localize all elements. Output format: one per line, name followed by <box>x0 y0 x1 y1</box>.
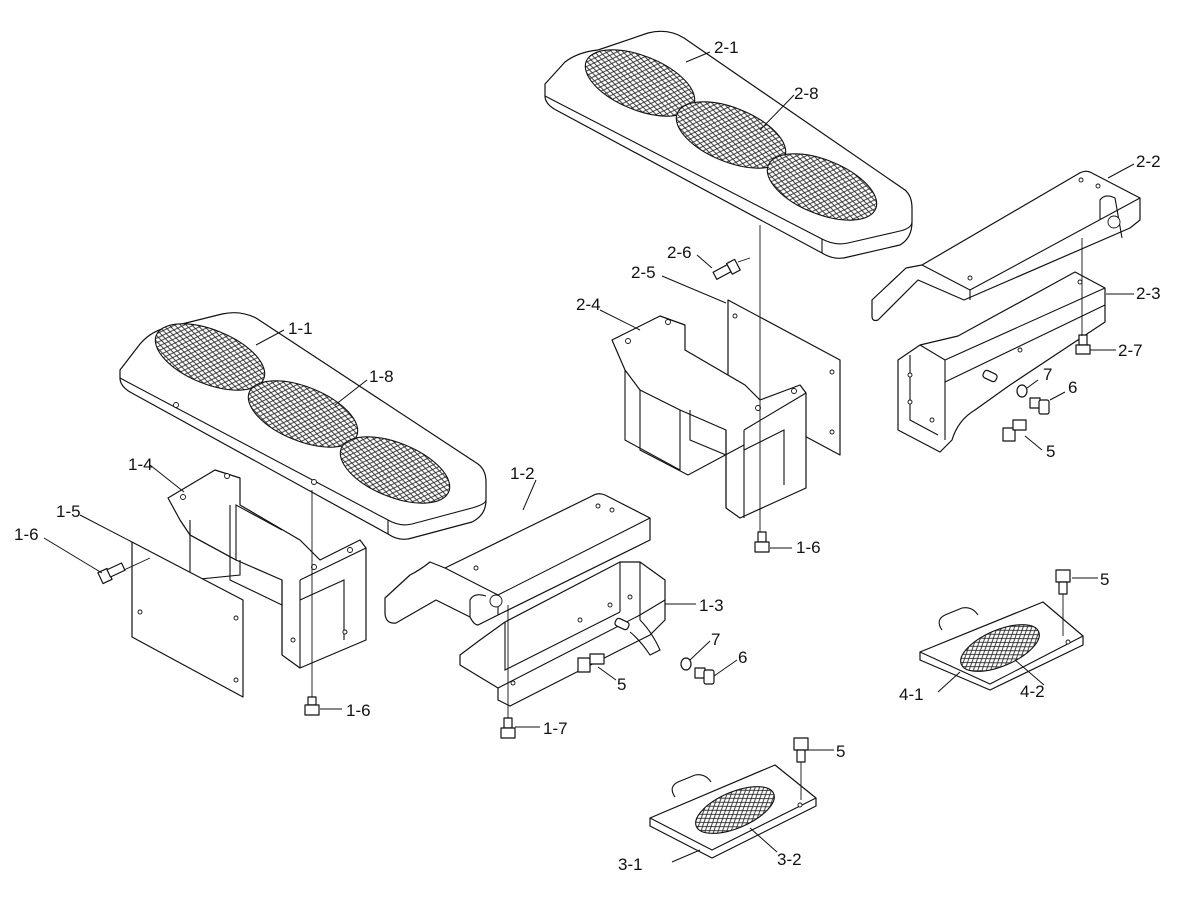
label-2-3: 2-3 <box>1136 284 1161 303</box>
label-1-8: 1-8 <box>369 367 394 386</box>
bolt-1-6c <box>754 531 770 553</box>
plate-4-1 <box>919 601 1084 691</box>
plate-2-5 <box>727 299 841 456</box>
label-2-2: 2-2 <box>1136 152 1161 171</box>
mesh-pad-1-1c <box>339 436 451 504</box>
bracket-2-3 <box>897 271 1106 453</box>
plate-1-5 <box>131 541 244 698</box>
label-6a: 6 <box>738 648 747 667</box>
label-5c: 5 <box>1100 570 1109 589</box>
pin-1-3 <box>614 617 630 631</box>
bolt-5a <box>577 653 605 673</box>
label-7a: 7 <box>711 630 720 649</box>
bolt-6b <box>1029 397 1050 415</box>
label-2-7: 2-7 <box>1118 341 1143 360</box>
bracket-1-3 <box>459 561 666 707</box>
part-labels: 2-1 2-8 2-2 2-6 2-5 2-3 2-4 2-7 7 6 5 1-… <box>14 38 1161 874</box>
bracket-1-4 <box>167 469 367 669</box>
label-1-3: 1-3 <box>699 596 724 615</box>
label-6b: 6 <box>1068 378 1077 397</box>
label-1-7: 1-7 <box>543 719 568 738</box>
leader-lines <box>43 51 1135 863</box>
label-2-5: 2-5 <box>631 263 656 282</box>
box-2-4 <box>611 315 807 519</box>
bolt-6a <box>694 667 715 685</box>
label-5a: 5 <box>617 675 626 694</box>
bolt-1-6a <box>97 562 126 585</box>
label-4-1: 4-1 <box>899 685 924 704</box>
bolt-1-7 <box>500 717 516 739</box>
label-5d: 5 <box>836 742 845 761</box>
mesh-pad-1-1a <box>154 323 266 391</box>
step-1-1 <box>119 312 487 540</box>
label-1-6b: 1-6 <box>346 701 371 720</box>
beam-1-2 <box>384 493 651 626</box>
mesh-pad-3-2 <box>695 786 775 834</box>
label-5b: 5 <box>1046 442 1055 461</box>
label-2-8: 2-8 <box>794 84 819 103</box>
bolt-5b <box>1002 419 1027 442</box>
washer-7b <box>1016 384 1028 398</box>
label-7b: 7 <box>1043 365 1052 384</box>
label-2-1: 2-1 <box>714 38 739 57</box>
bolt-5c <box>1055 569 1071 595</box>
bolt-5d <box>793 737 809 763</box>
pin-2-3 <box>982 369 998 383</box>
label-4-2: 4-2 <box>1020 682 1045 701</box>
assembly-lines <box>123 225 1083 800</box>
label-2-4: 2-4 <box>576 295 601 314</box>
step-2-1 <box>544 30 913 259</box>
label-1-1: 1-1 <box>288 319 313 338</box>
label-3-2: 3-2 <box>777 850 802 869</box>
beam-2-2 <box>871 170 1141 322</box>
washer-7a <box>680 657 692 671</box>
label-1-6c: 1-6 <box>796 538 821 557</box>
mesh-pad-2-1c <box>766 153 878 221</box>
label-2-6: 2-6 <box>667 243 692 262</box>
bolt-1-6b <box>304 696 320 716</box>
label-1-6a: 1-6 <box>14 525 39 544</box>
label-1-4: 1-4 <box>128 455 153 474</box>
mesh-pad-4-2 <box>960 624 1040 672</box>
mesh-pad-1-8 <box>247 380 359 448</box>
plate-3-1 <box>649 764 817 859</box>
bolt-2-6 <box>712 258 741 280</box>
label-1-2: 1-2 <box>510 464 535 483</box>
label-3-1: 3-1 <box>618 855 643 874</box>
label-1-5: 1-5 <box>56 502 81 521</box>
